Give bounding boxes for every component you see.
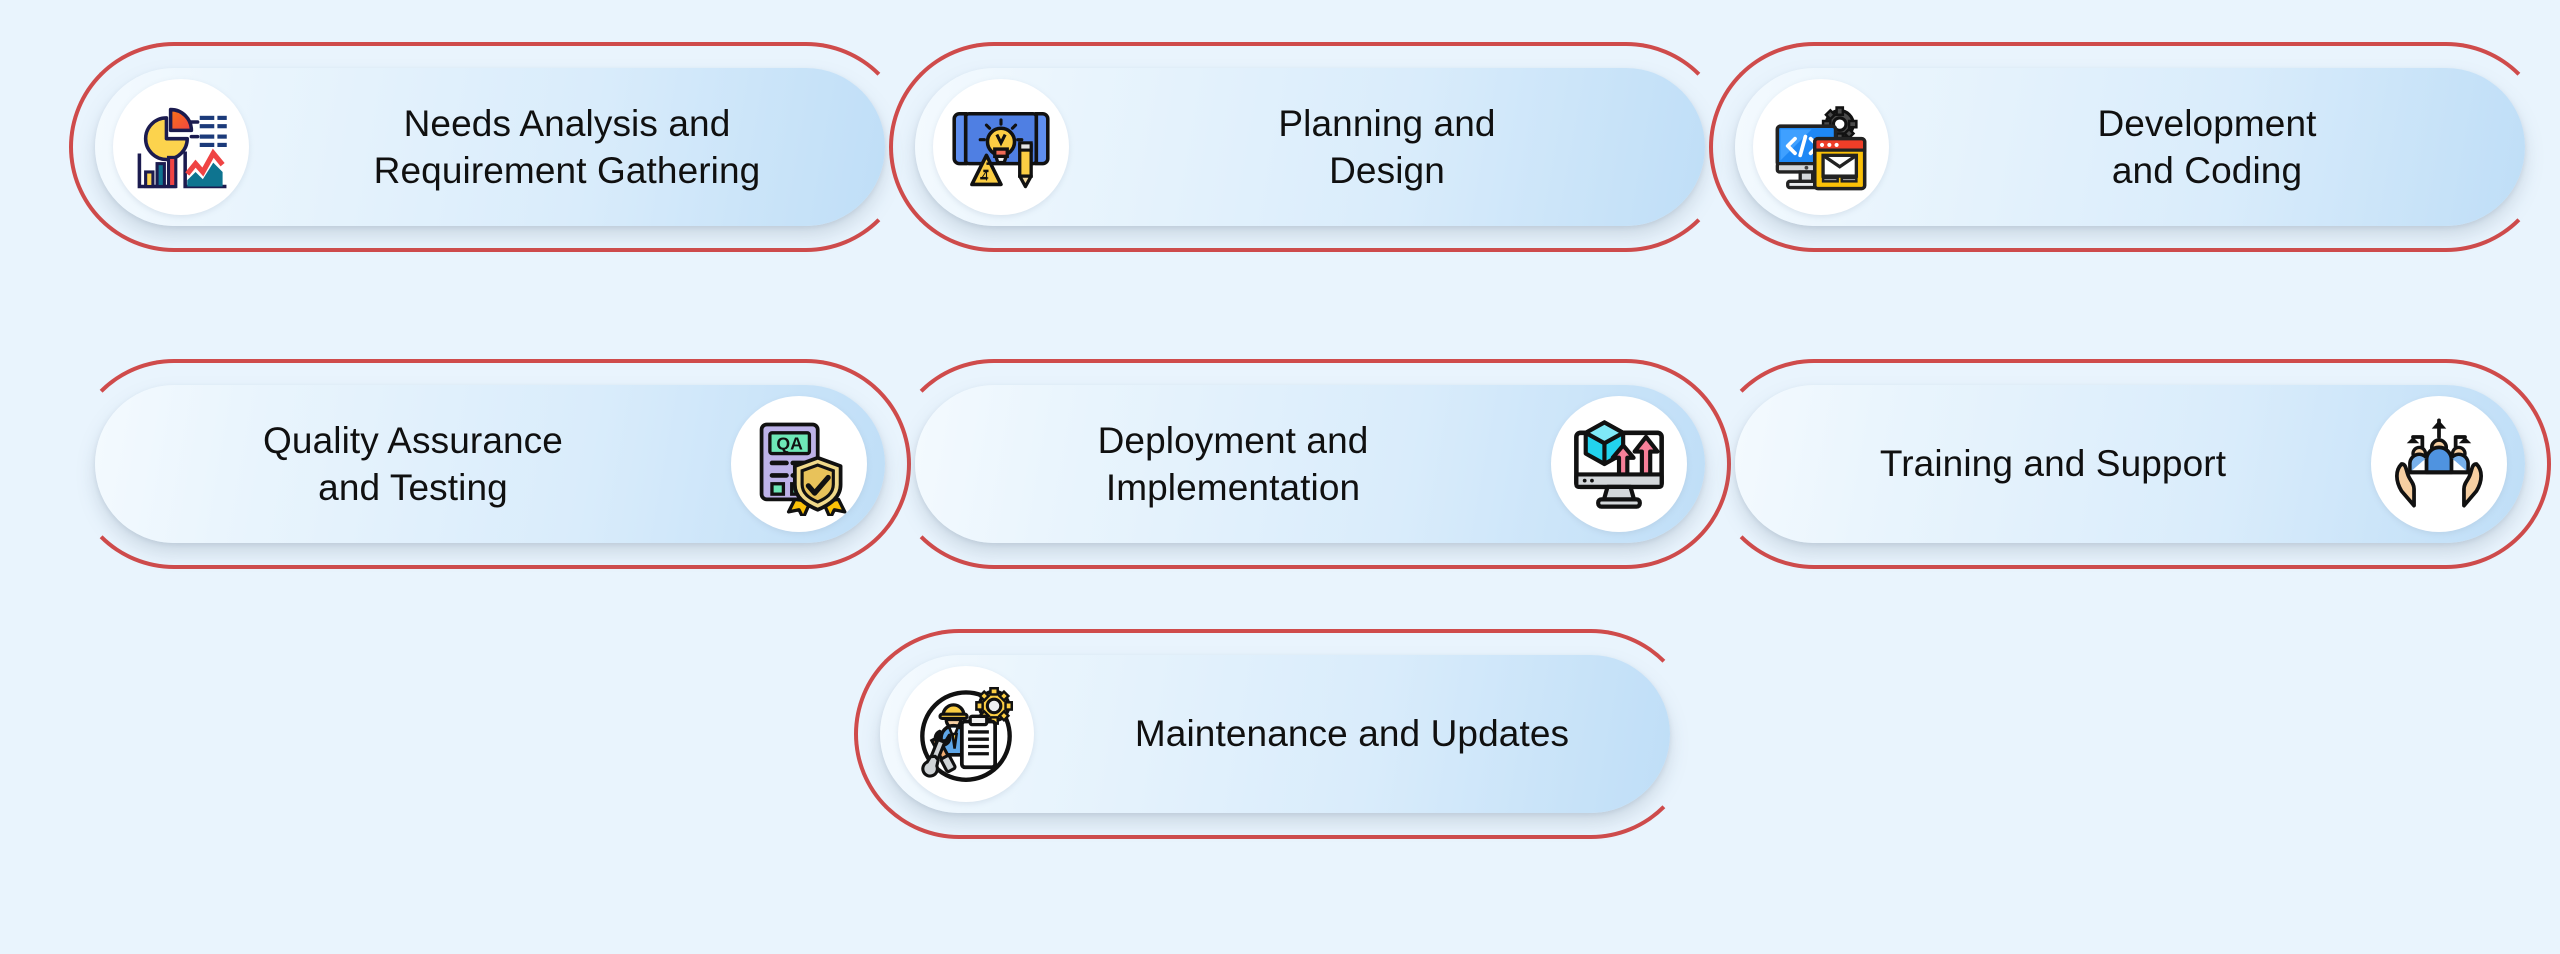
svg-text:QA: QA xyxy=(776,433,803,453)
process-card-training-support[interactable]: Training and Support xyxy=(1735,385,2525,543)
maintenance-worker-icon xyxy=(898,666,1034,802)
process-card-planning-design[interactable]: 4 Planning and Design xyxy=(915,68,1705,226)
deploy-monitor-icon xyxy=(1551,396,1687,532)
process-card-label-needs-analysis: Needs Analysis and Requirement Gathering xyxy=(373,102,761,191)
process-card-label-maintenance: Maintenance and Updates xyxy=(1134,713,1570,755)
process-card-deployment[interactable]: Deployment and Implementation xyxy=(915,385,1705,543)
process-card-label-planning-design: Planning and Design xyxy=(1278,102,1496,191)
process-card-label-development: Development and Coding xyxy=(2097,102,2317,191)
svg-text:4: 4 xyxy=(981,168,989,183)
process-card-maintenance[interactable]: Maintenance and Updates xyxy=(880,655,1670,813)
code-monitor-icon xyxy=(1753,79,1889,215)
blueprint-idea-icon: 4 xyxy=(933,79,1069,215)
process-card-label-training-support: Training and Support xyxy=(1879,443,2227,485)
process-card-label-deployment: Deployment and Implementation xyxy=(1097,419,1369,508)
process-card-quality-assurance[interactable]: QA Quality Assurance and Testing xyxy=(95,385,885,543)
process-card-label-quality-assurance: Quality Assurance and Testing xyxy=(263,419,563,508)
data-analysis-icon xyxy=(113,79,249,215)
process-card-needs-analysis[interactable]: Needs Analysis and Requirement Gathering xyxy=(95,68,885,226)
process-card-development[interactable]: Development and Coding xyxy=(1735,68,2525,226)
qa-certificate-icon: QA xyxy=(731,396,867,532)
hands-people-icon xyxy=(2371,396,2507,532)
